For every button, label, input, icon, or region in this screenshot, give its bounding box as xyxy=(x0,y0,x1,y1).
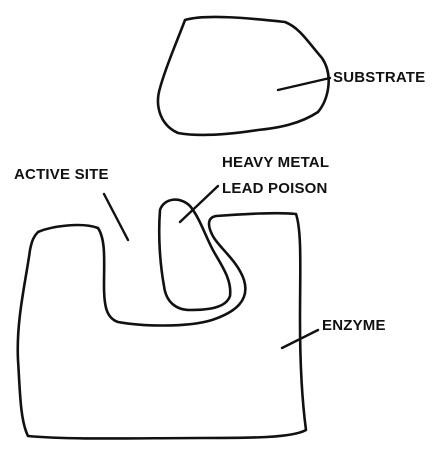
enzyme-label: ENZYME xyxy=(322,318,386,333)
heavy-metal-label-line2: LEAD POISON xyxy=(222,181,328,196)
substrate-leader-line xyxy=(278,78,330,90)
active-site-leader-line xyxy=(104,194,128,240)
enzyme-shape xyxy=(18,213,306,438)
substrate-label: SUBSTRATE xyxy=(333,70,425,85)
heavy-metal-label-line1: HEAVY METAL xyxy=(222,155,329,170)
active-site-label: ACTIVE SITE xyxy=(14,167,109,182)
substrate-shape xyxy=(158,17,329,135)
